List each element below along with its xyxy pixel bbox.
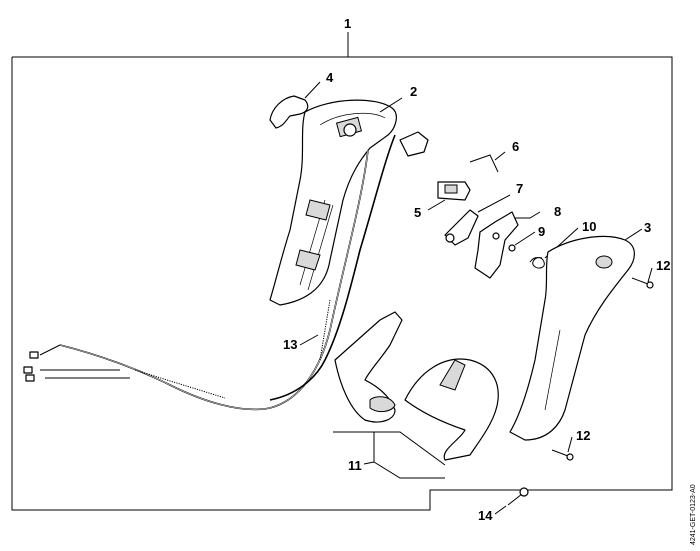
callout-7: 7 bbox=[516, 181, 523, 196]
throttle-trigger bbox=[474, 211, 541, 279]
screw-lower bbox=[551, 449, 574, 461]
callout-12-upper: 12 bbox=[656, 258, 670, 273]
screw-upper bbox=[631, 277, 654, 289]
clamp-left-half bbox=[334, 311, 403, 423]
callout-12-lower: 12 bbox=[576, 428, 590, 443]
callout-10: 10 bbox=[582, 219, 596, 234]
clamp-bracket-lines bbox=[333, 431, 446, 479]
spring-pin bbox=[508, 231, 536, 252]
callout-2: 2 bbox=[410, 84, 417, 99]
callout-9: 9 bbox=[538, 224, 545, 239]
assembly-frame bbox=[11, 32, 673, 511]
callout-3: 3 bbox=[644, 220, 651, 235]
handle-housing-left bbox=[269, 99, 397, 306]
wire-clip bbox=[469, 151, 506, 173]
callout-8: 8 bbox=[554, 204, 561, 219]
callout-6: 6 bbox=[512, 139, 519, 154]
callout-1: 1 bbox=[344, 16, 351, 31]
clamp-right-half bbox=[404, 358, 499, 461]
switch-block bbox=[427, 181, 471, 211]
callout-11: 11 bbox=[348, 458, 362, 473]
callout-13: 13 bbox=[283, 337, 297, 352]
trigger-lever bbox=[269, 81, 321, 129]
lever-plate bbox=[444, 194, 511, 246]
leader-lines bbox=[299, 97, 653, 465]
document-id: 4241-GET-0123-A0 bbox=[690, 484, 697, 545]
callout-5: 5 bbox=[414, 205, 421, 220]
callout-4: 4 bbox=[326, 70, 334, 85]
handle-housing-right bbox=[509, 228, 643, 441]
throttle-cable bbox=[23, 131, 429, 411]
callout-14: 14 bbox=[478, 508, 493, 523]
bolt bbox=[494, 487, 529, 515]
